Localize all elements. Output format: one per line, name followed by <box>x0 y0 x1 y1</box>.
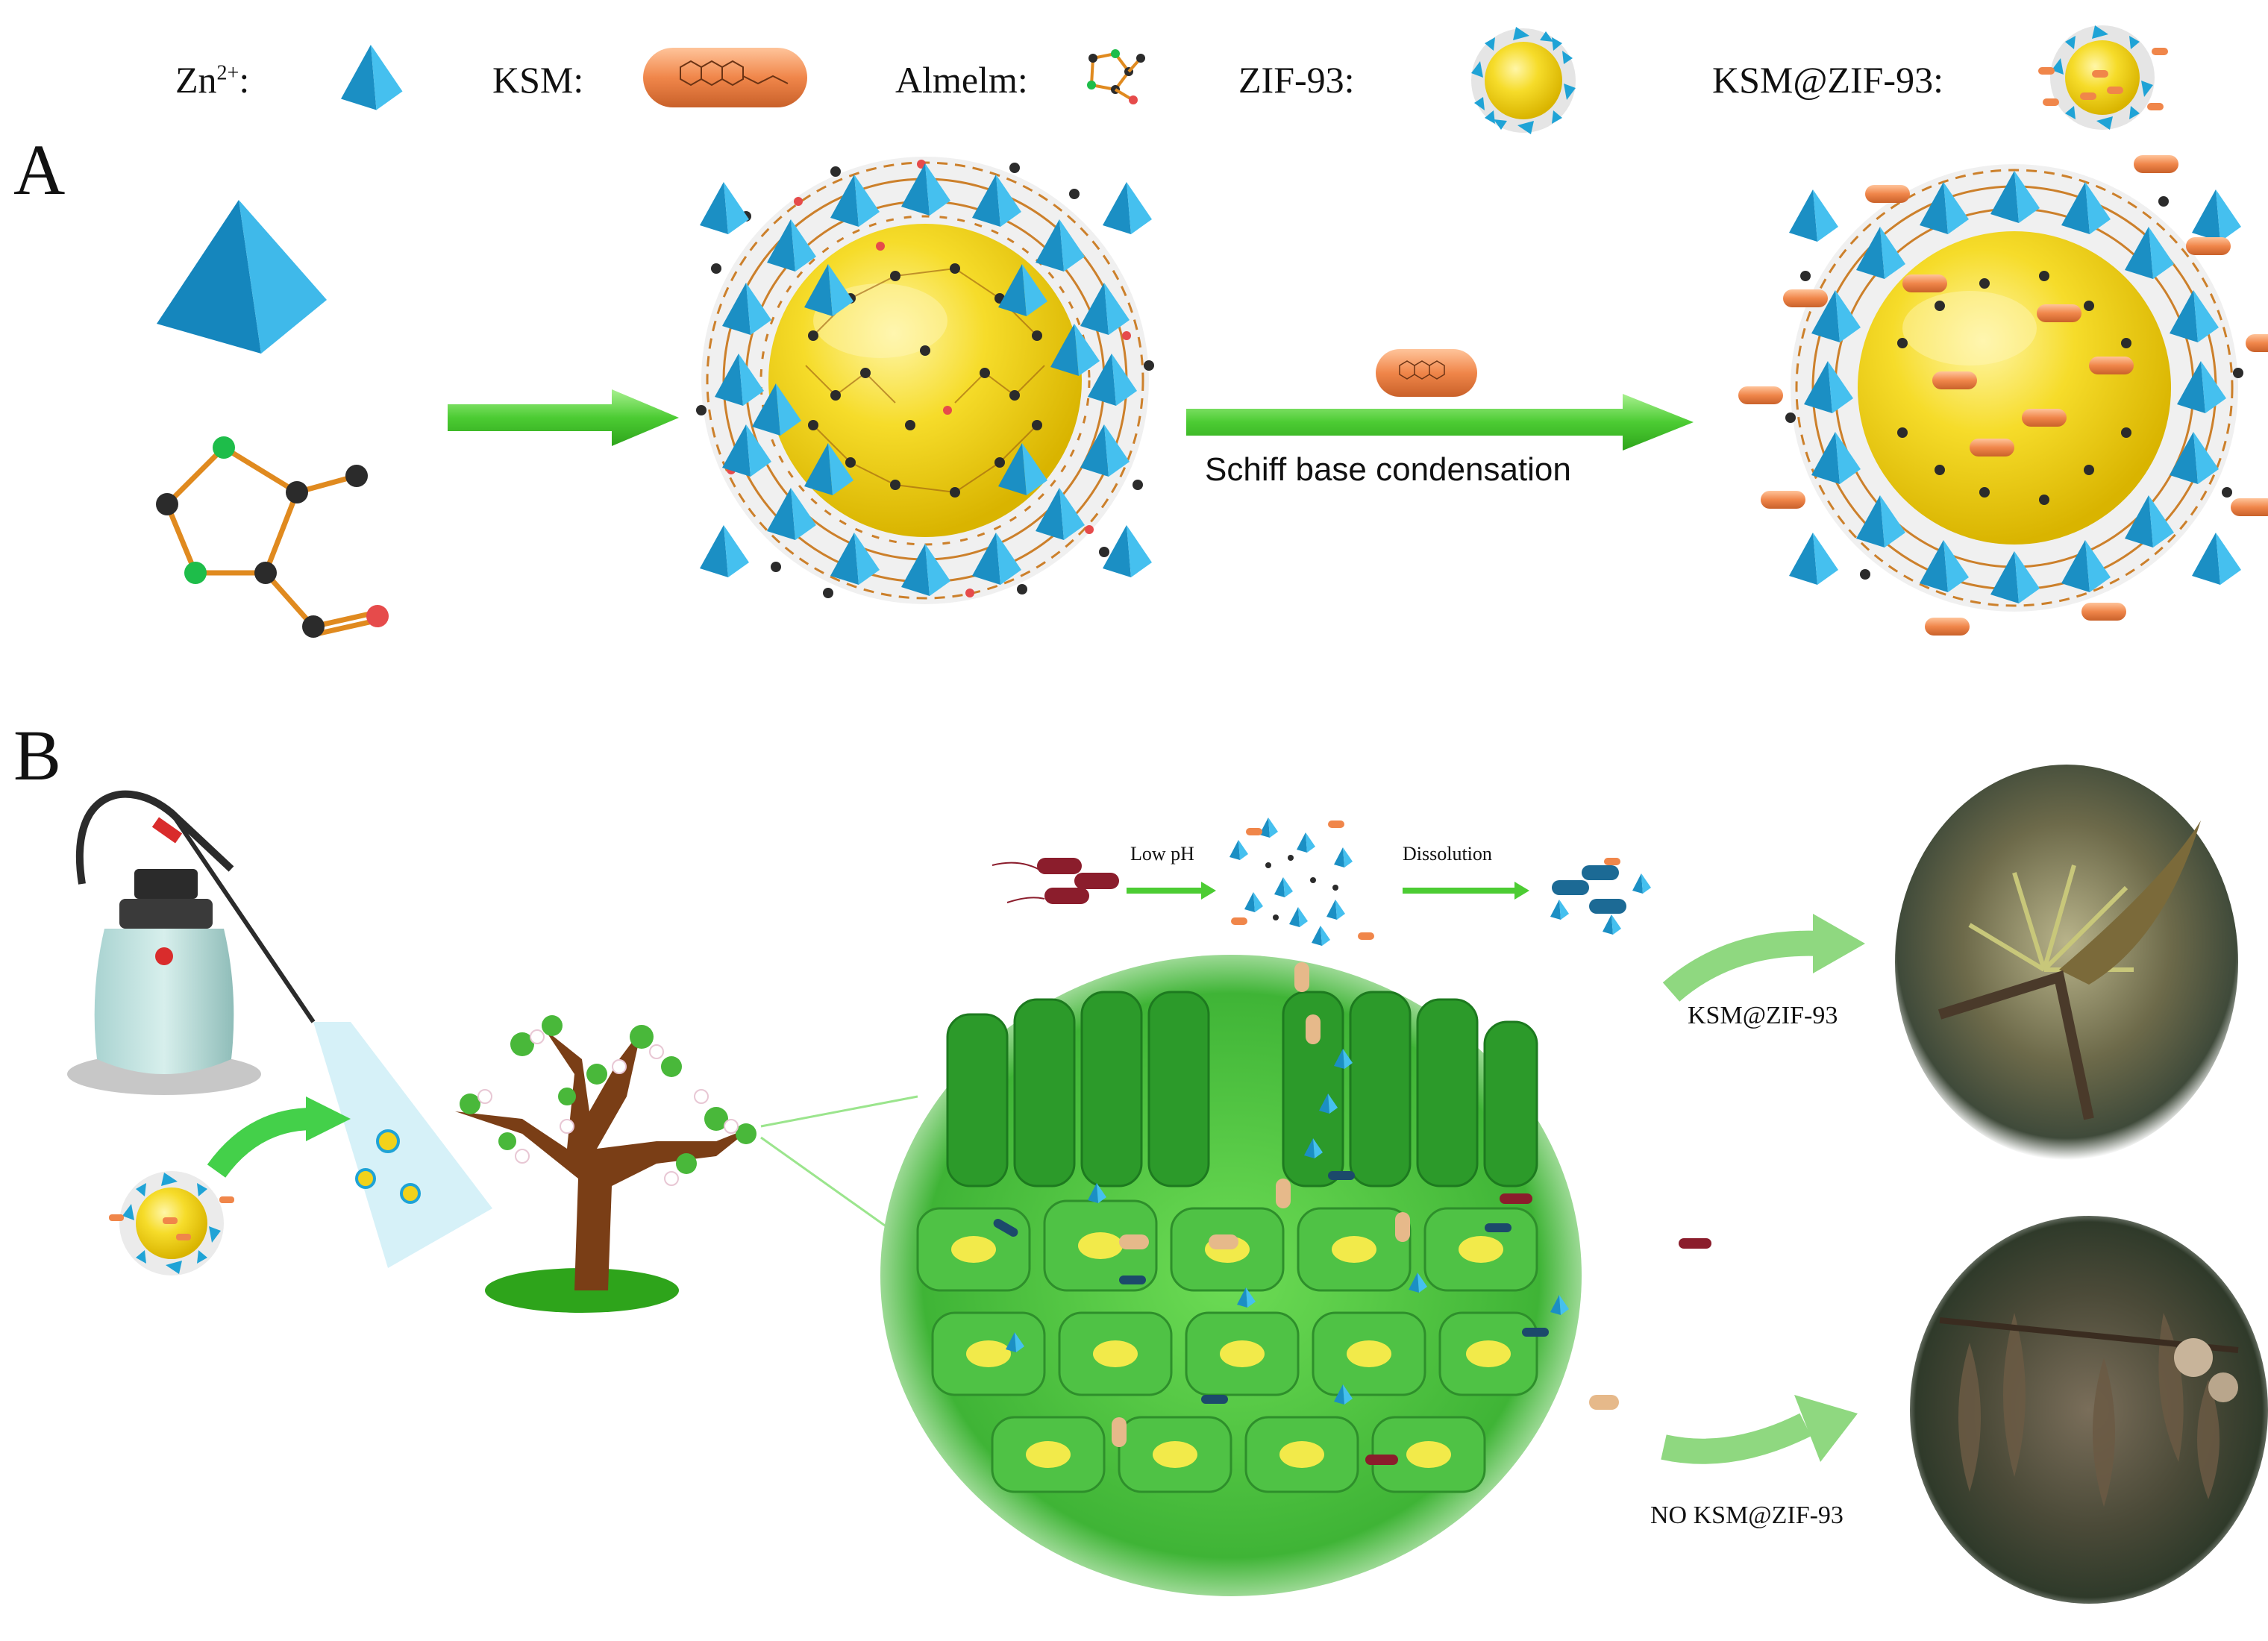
almelm-atoms <box>156 436 389 638</box>
leaf-section-icon <box>880 955 1711 1596</box>
legend-ksm-label: KSM: <box>492 59 584 101</box>
legend-ksm-zif93-label: KSM@ZIF-93: <box>1712 59 1943 101</box>
legend-zn-label: Zn2+: <box>175 59 250 101</box>
legend-almelm-label: Almelm: <box>895 59 1028 101</box>
untreated-caption: NO KSM@ZIF-93 <box>1650 1502 1843 1529</box>
schiff-base-label: Schiff base condensation <box>1205 451 1571 488</box>
legend-zif93-label: ZIF-93: <box>1238 59 1355 101</box>
dissolution-label: Dissolution <box>1403 843 1492 865</box>
applied-nanoparticle-icon <box>109 1171 234 1276</box>
legend-ksm-capsule-icon <box>643 48 807 107</box>
treated-outcome-arrow <box>1662 914 1865 1002</box>
ksm-zif93-particle-icon <box>1738 155 2268 636</box>
dissolution-arrow <box>1403 882 1529 900</box>
treated-caption: KSM@ZIF-93 <box>1688 1002 1838 1029</box>
bacteria-icon <box>992 858 1119 904</box>
synthesis-arrow <box>448 389 679 446</box>
legend-zn-pyramid-icon <box>341 45 403 110</box>
almelm-ligand-icon <box>164 445 377 637</box>
treated-photo <box>1895 765 2238 1160</box>
zn-pyramid-icon <box>157 200 327 354</box>
untreated-photo <box>1910 1216 2268 1604</box>
sprayer-icon <box>67 790 316 1095</box>
legend-ksm-zif93-icon <box>2038 25 2168 130</box>
dissolving-particle-icon <box>1229 818 1374 946</box>
legend-almelm-imidazole-icon <box>1087 49 1145 104</box>
ksm-reagent-capsule-icon <box>1376 349 1477 397</box>
zoom-lines <box>760 1095 918 1240</box>
zif93-particle-icon <box>696 157 1154 604</box>
apply-arrow <box>207 1096 351 1178</box>
spray-mist <box>313 1022 492 1268</box>
panel-a-letter: A <box>13 130 66 210</box>
low-ph-arrow <box>1127 882 1216 900</box>
legend-zif93-nanoparticle-icon <box>1471 27 1576 134</box>
untreated-outcome-arrow <box>1661 1395 1858 1464</box>
panel-b-letter: B <box>13 715 62 795</box>
low-ph-label: Low pH <box>1130 843 1194 865</box>
released-bacteria-icon <box>1550 858 1651 935</box>
schiff-base-arrow <box>1186 394 1694 451</box>
tree-icon <box>455 1015 756 1313</box>
